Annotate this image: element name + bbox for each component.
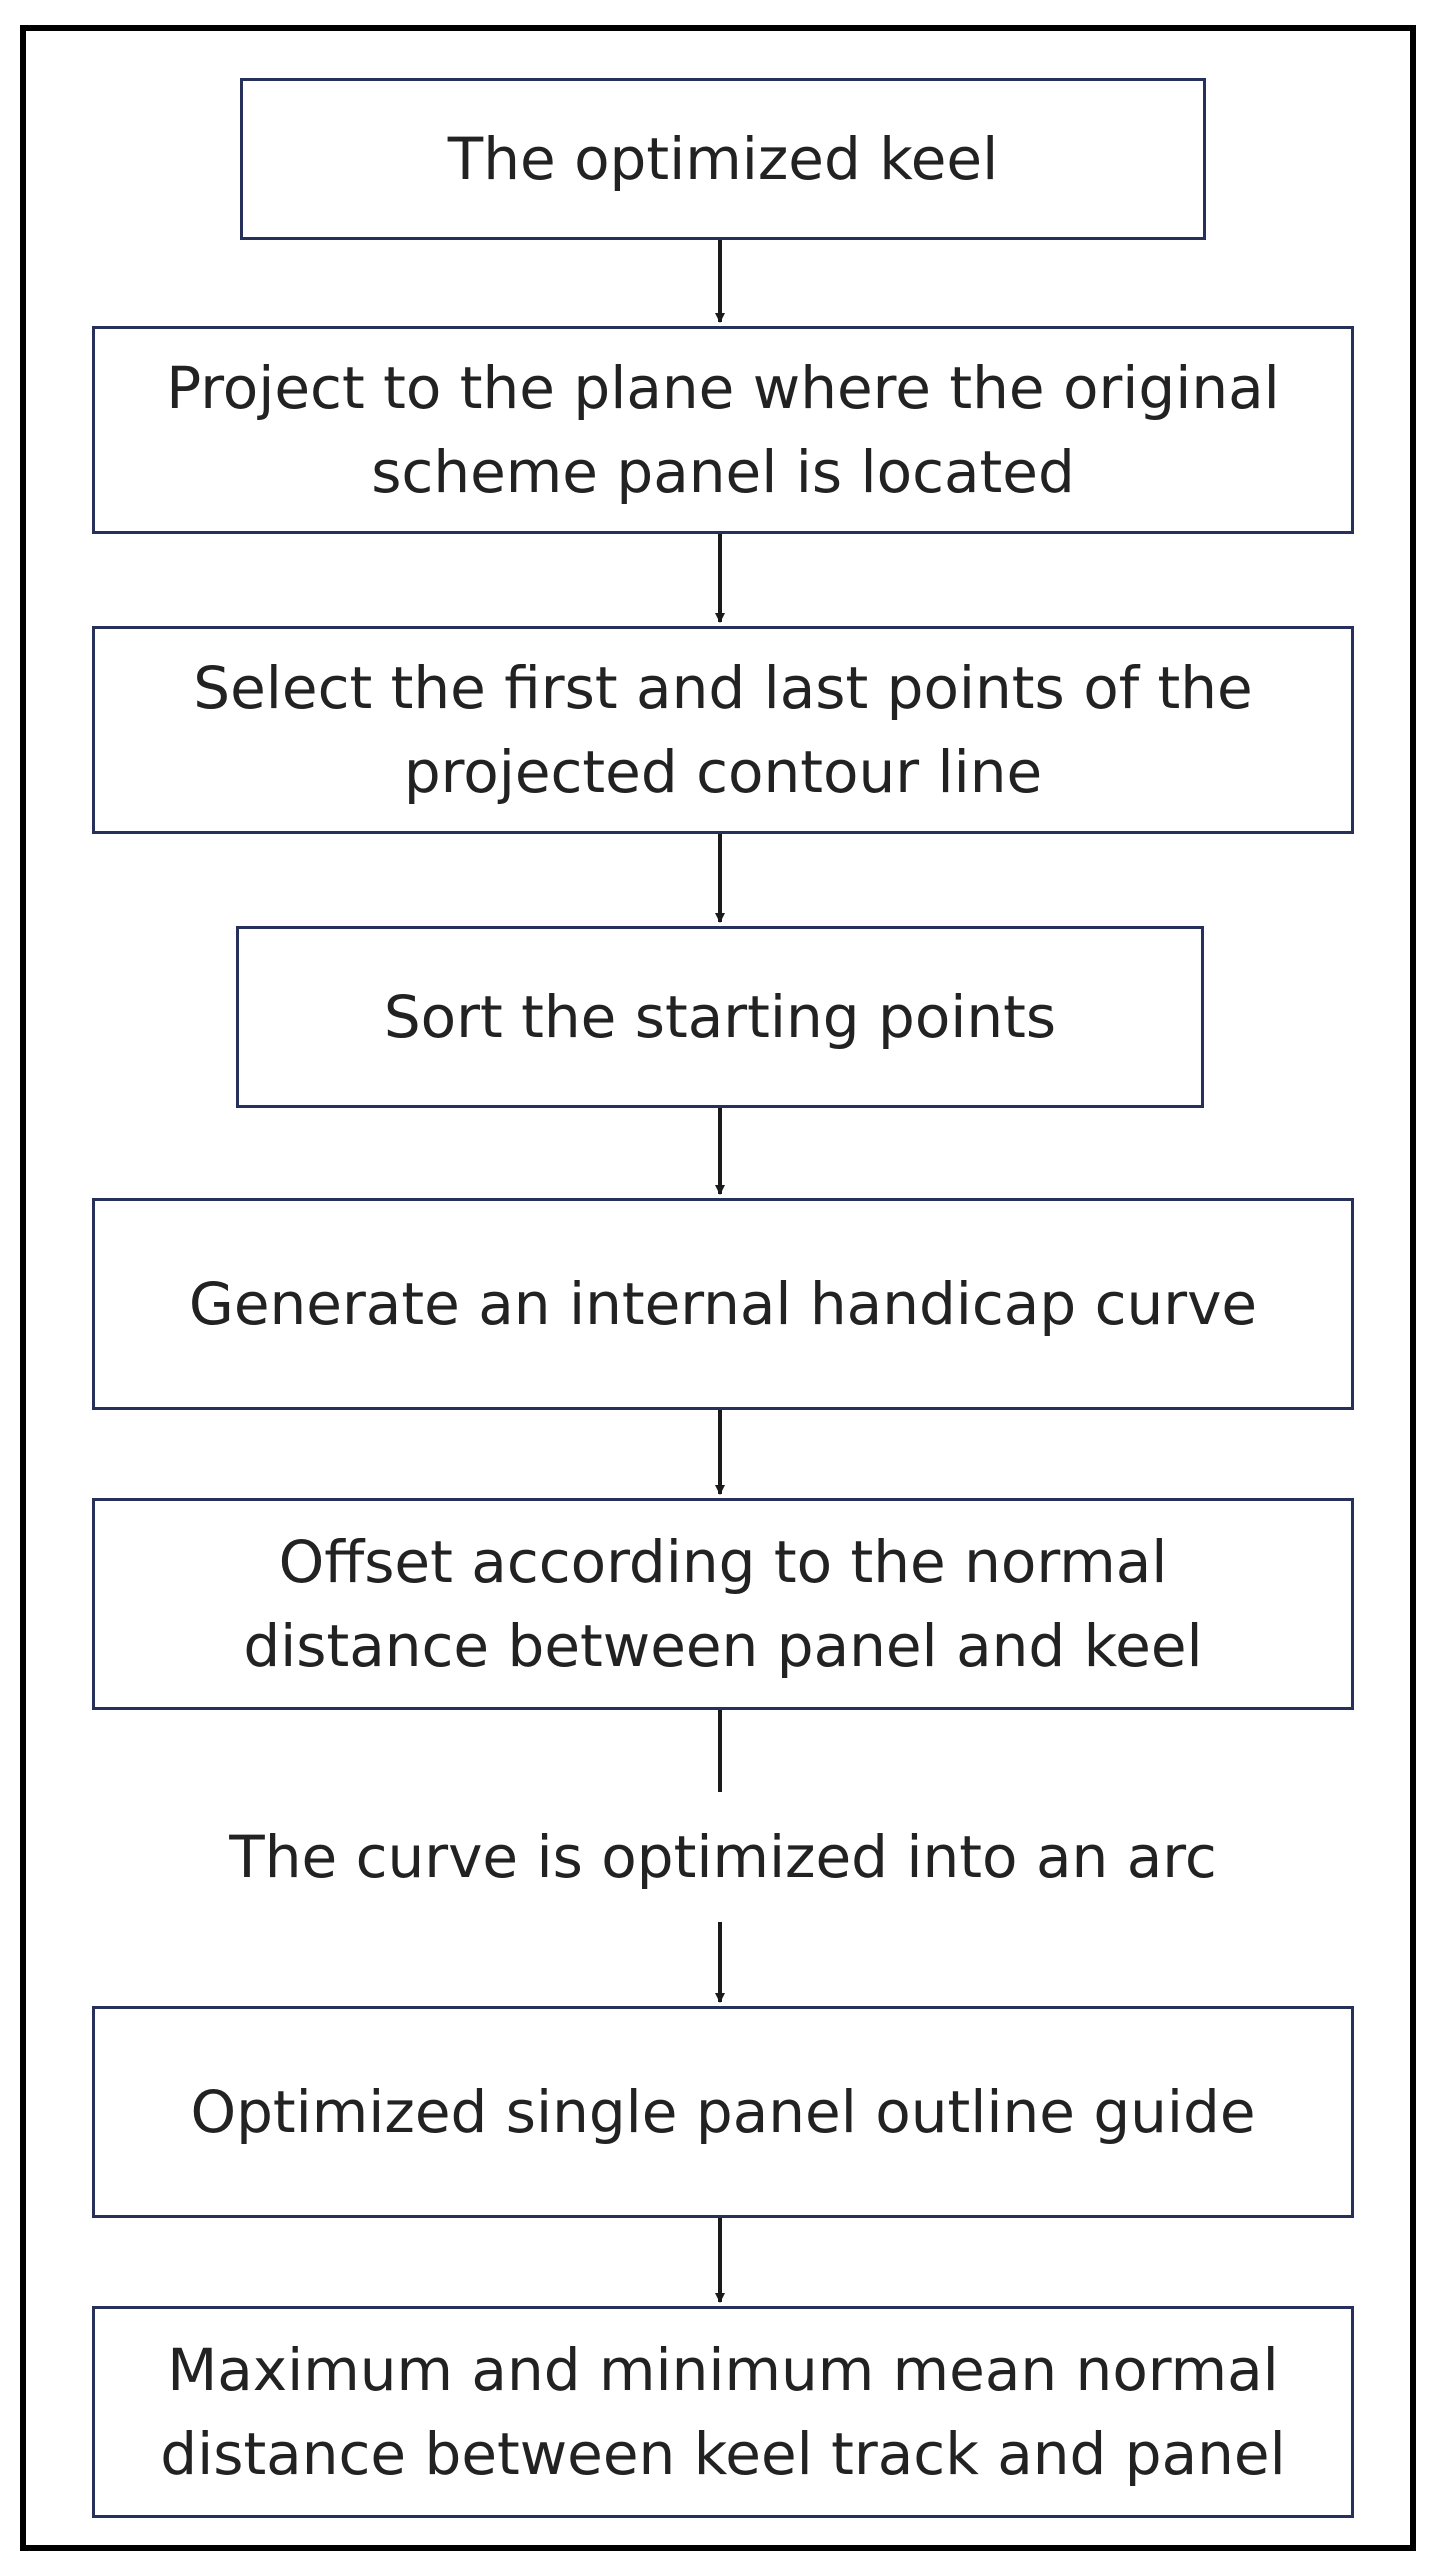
connector-label: The curve is optimized into an arc <box>229 1823 1217 1891</box>
step-optimized-keel: The optimized keel <box>240 78 1206 240</box>
step-generate-handicap-curve: Generate an internal handicap curve <box>92 1198 1354 1410</box>
step-sort-starting-points: Sort the starting points <box>236 926 1204 1108</box>
step-max-min-mean-distance: Maximum and minimum mean normal distance… <box>92 2306 1354 2518</box>
step-project-to-plane: Project to the plane where the original … <box>92 326 1354 534</box>
step-optimized-outline-guide: Optimized single panel outline guide <box>92 2006 1354 2218</box>
step-offset-normal-distance: Offset according to the normal distance … <box>92 1498 1354 1710</box>
step-select-first-last-points: Select the first and last points of the … <box>92 626 1354 834</box>
